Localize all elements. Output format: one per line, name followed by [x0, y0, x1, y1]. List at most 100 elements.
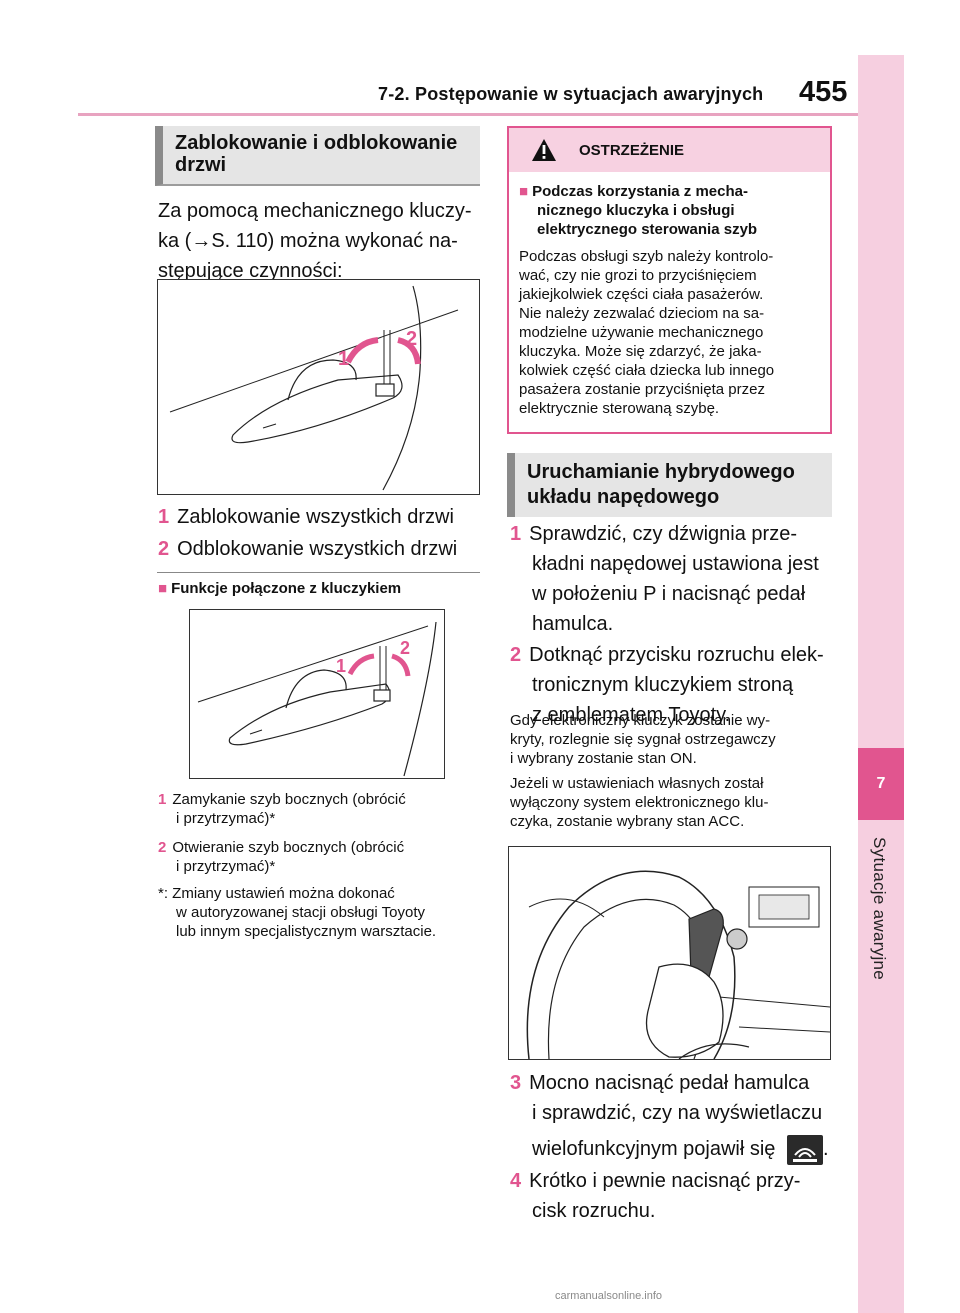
- step-2: 2 Dotknąć przycisku rozruchu elek- tronic…: [510, 640, 840, 730]
- section-title-locking: Zablokowanie i odblokowanie drzwi: [155, 126, 480, 186]
- note-line: wyłączony system elektronicznego klu-: [510, 794, 769, 811]
- warning-line: Podczas obsługi szyb należy kontrolo-: [519, 248, 774, 265]
- warning-body: ■Podczas korzystania z mecha- nicznego k…: [509, 172, 830, 418]
- chapter-number: 7: [858, 748, 904, 820]
- intro-line: stępujące czynności:: [158, 260, 343, 282]
- note-1: Gdy elektroniczny kluczyk zostanie wy- k…: [510, 711, 840, 768]
- warning-line: elektrycznie sterowaną szybę.: [519, 400, 720, 417]
- item-text: i przytrzymać)*: [176, 810, 276, 827]
- intro-line: Za pomocą mechanicznego kluczy-: [158, 200, 472, 222]
- warning-text: Podczas obsługi szyb należy kontrolo- wa…: [519, 247, 820, 418]
- warning-subheading-line: elektrycznego sterowania szyb: [537, 221, 758, 238]
- warning-line: modzielne używanie mechanicznego: [519, 324, 764, 341]
- warning-subheading-line: nicznego kluczyka i obsługi: [537, 202, 735, 219]
- door-handle-illustration: [197, 621, 437, 777]
- step-text: w położeniu P i nacisnąć pedał: [532, 583, 806, 605]
- start-button-figure: [508, 846, 831, 1060]
- note-2: Jeżeli w ustawieniach własnych został wy…: [510, 774, 840, 831]
- step-text: Dotknąć przycisku rozruchu elek-: [529, 644, 824, 666]
- note-line: i wybrany zostanie stan ON.: [510, 750, 697, 767]
- warning-subheading-line: Podczas korzystania z mecha-: [532, 183, 748, 200]
- warning-line: jakiejkolwiek części ciała pasażerów.: [519, 286, 764, 303]
- chapter-label: Sytuacje awaryjne: [870, 837, 889, 981]
- note-line: Gdy elektroniczny kluczyk zostanie wy-: [510, 712, 771, 729]
- step-text: hamulca.: [532, 613, 614, 635]
- page-number: 455: [799, 76, 848, 108]
- section-title-line: Zablokowanie i odblokowanie: [175, 132, 458, 154]
- step-text: z emblematem Toyoty.: [532, 704, 731, 726]
- footnote: *: Zmiany ustawień można dokonać w autor…: [158, 884, 488, 941]
- step-number: 3: [510, 1072, 522, 1094]
- note-line: kryty, rozlegnie się sygnał ostrzegawczy: [510, 731, 776, 748]
- warning-line: kolwiek część ciała dziecka lub innego: [519, 362, 775, 379]
- warning-box: OSTRZEŻENIE ■Podczas korzystania z mecha…: [507, 126, 832, 434]
- item-text: Otwieranie szyb bocznych (obrócić: [172, 839, 405, 856]
- item-text: Odblokowanie wszystkich drzwi: [177, 538, 458, 560]
- warning-header: OSTRZEŻENIE: [509, 128, 830, 172]
- item-number: 1: [158, 506, 170, 528]
- intro-line: ka (→S. 110) można wykonać na-: [158, 230, 458, 252]
- figure-label-2: 2: [406, 328, 418, 350]
- figure-label-1: 1: [336, 656, 347, 676]
- item-text: Zamykanie szyb bocznych (obrócić: [172, 791, 406, 808]
- item-text: i przytrzymać)*: [176, 858, 276, 875]
- figure-label-1: 1: [338, 348, 350, 370]
- door-handle-figure-1: 1 2: [157, 279, 480, 495]
- list-item: 2 Odblokowanie wszystkich drzwi: [158, 534, 457, 564]
- divider: [157, 572, 480, 573]
- chapter-tab: [858, 55, 904, 1313]
- footer-watermark: carmanualsonline.info: [555, 1290, 663, 1302]
- item-number: 2: [158, 839, 167, 856]
- intro-paragraph: Za pomocą mechanicznego kluczy- ka (→S. …: [158, 196, 488, 286]
- section-title-line: drzwi: [175, 154, 227, 176]
- warning-line: wać, czy nie grozi to przyciśnięciem: [519, 267, 757, 284]
- warning-title: OSTRZEŻENIE: [579, 141, 685, 159]
- step-text: wielofunkcyjnym pojawił się: [532, 1138, 776, 1160]
- step-number: 4: [510, 1170, 522, 1192]
- step-3: 3 Mocno nacisnąć pedał hamulca i sprawdzi…: [510, 1068, 840, 1165]
- item-number: 1: [158, 791, 167, 808]
- section-title-hybrid-start: Uruchamianie hybrydowego układu napędowe…: [507, 453, 832, 517]
- item-text: Zablokowanie wszystkich drzwi: [177, 506, 454, 528]
- step-text: Sprawdzić, czy dźwignia prze-: [529, 523, 797, 545]
- ready-indicator-glyph: [793, 1147, 817, 1162]
- step-text: cisk rozruchu.: [532, 1200, 656, 1222]
- step-text: Krótko i pewnie nacisnąć przy-: [529, 1170, 801, 1192]
- step-4: 4 Krótko i pewnie nacisnąć przy- cisk roz…: [510, 1166, 840, 1226]
- section-title-line: Uruchamianie hybrydowego: [527, 461, 795, 483]
- list-item: 2 Otwieranie szyb bocznych (obrócić i prz…: [158, 838, 478, 876]
- step-text: i sprawdzić, czy na wyświetlaczu: [532, 1102, 823, 1124]
- door-handle-illustration: [169, 285, 459, 491]
- section-title-line: układu napędowego: [527, 486, 720, 508]
- ready-indicator-icon: [787, 1134, 823, 1165]
- step-text: .: [823, 1138, 829, 1160]
- note-line: czyka, zostanie wybrany stan ACC.: [510, 813, 745, 830]
- warning-line: kluczyka. Może się zdarzyć, że jaka-: [519, 343, 762, 360]
- header-rule: [78, 113, 868, 116]
- footnote-line: w autoryzowanej stacji obsługi Toyoty: [176, 904, 426, 921]
- warning-triangle-icon: [532, 139, 556, 161]
- step-text: tronicznym kluczykiem stroną: [532, 674, 794, 696]
- warning-line: Nie należy zezwalać dzieciom na sa-: [519, 305, 765, 322]
- step-number: 1: [510, 523, 522, 545]
- note-line: Jeżeli w ustawieniach własnych został: [510, 775, 764, 792]
- step-number: 2: [510, 644, 522, 666]
- step-1: 1 Sprawdzić, czy dźwignia prze- kładni na…: [510, 519, 840, 639]
- footnote-line: *: Zmiany ustawień można dokonać: [158, 885, 395, 902]
- door-handle-figure-2: 1 2: [189, 609, 445, 779]
- warning-subheading: ■Podczas korzystania z mecha- nicznego k…: [519, 182, 820, 239]
- sub-heading-text: Funkcje połączone z kluczykiem: [171, 580, 402, 597]
- list-item: 1 Zamykanie szyb bocznych (obrócić i przy…: [158, 790, 478, 828]
- figure-label-2: 2: [400, 638, 411, 658]
- item-number: 2: [158, 538, 170, 560]
- sub-heading: ■Funkcje połączone z kluczykiem: [158, 580, 401, 597]
- warning-line: pasażera zostanie przyciśnięta przez: [519, 381, 765, 398]
- square-bullet-icon: ■: [158, 580, 168, 597]
- running-header-title: 7-2. Postępowanie w sytuacjach awaryjnyc…: [378, 84, 764, 104]
- list-item: 1 Zablokowanie wszystkich drzwi: [158, 502, 454, 532]
- square-bullet-icon: ■: [519, 183, 529, 200]
- footnote-line: lub innym specjalistycznym warsztacie.: [176, 923, 437, 940]
- steering-wheel-key-illustration: [526, 870, 831, 1060]
- step-text: kładni napędowej ustawiona jest: [532, 553, 819, 575]
- step-text: Mocno nacisnąć pedał hamulca: [529, 1072, 810, 1094]
